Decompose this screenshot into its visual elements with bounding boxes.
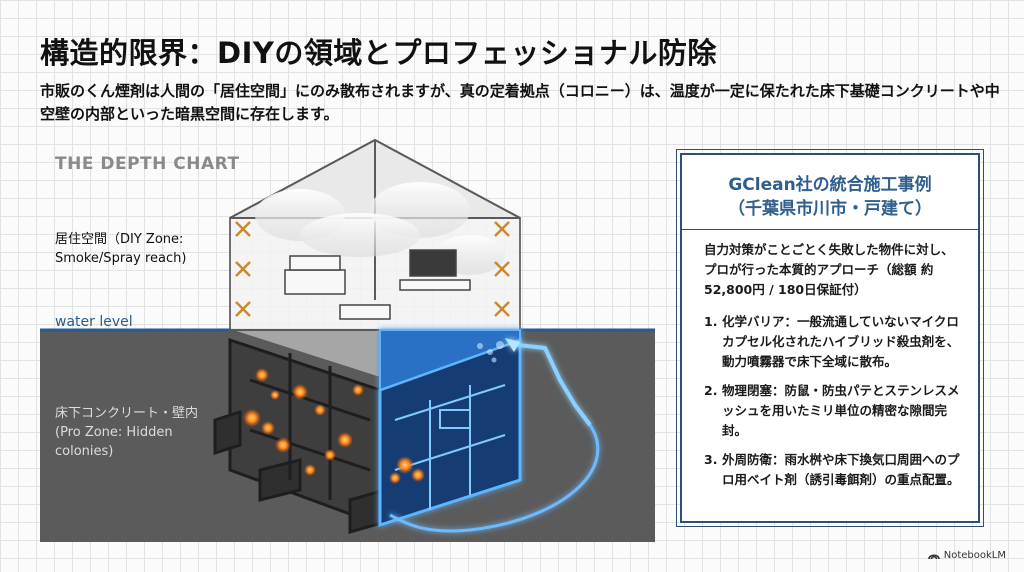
case-study-intro: 自力対策がことごとく失敗した物件に対し、プロが行った本質的アプローチ（総額 約5… bbox=[704, 242, 954, 297]
list-item: 2. 物理閉塞：防鼠・防虫パテとステンレスメッシュを用いたミリ単位の精密な隙間完… bbox=[704, 381, 962, 441]
brand-watermark: NotebookLM bbox=[927, 550, 1006, 561]
colony-glow-icon bbox=[243, 368, 425, 484]
pro-zone-label: 床下コンクリート・壁内 (Pro Zone: Hidden colonies) bbox=[55, 404, 198, 461]
list-item: 1. 化学バリア：一般流通していないマイクロカプセル化されたハイブリッド殺虫剤を… bbox=[704, 312, 962, 372]
list-item-text: 化学バリア：一般流通していないマイクロカプセル化されたハイブリッド殺虫剤を、動力… bbox=[722, 314, 960, 369]
list-item-text: 物理閉塞：防鼠・防虫パテとステンレスメッシュを用いたミリ単位の精密な隙間完封。 bbox=[722, 383, 960, 438]
case-study-card: GClean社の統合施工事例 （千葉県市川市・戸建て） 自力対策がことごとく失敗… bbox=[676, 149, 984, 527]
pro-zone-label-line2: (Pro Zone: Hidden bbox=[55, 425, 173, 440]
page-subtitle: 市販のくん煙剤は人間の「居住空間」にのみ散布されますが、真の定着拠点（コロニー）… bbox=[40, 82, 1000, 123]
case-study-steps: 1. 化学バリア：一般流通していないマイクロカプセル化されたハイブリッド殺虫剤を… bbox=[704, 312, 962, 490]
diy-zone-label-line1: 居住空間（DIY Zone: bbox=[55, 232, 184, 247]
x-bracket-icon bbox=[235, 221, 510, 317]
card-divider bbox=[682, 229, 978, 230]
case-study-title-line2: （千葉県市川市・戸建て） bbox=[728, 199, 932, 219]
list-item-number: 3. bbox=[704, 452, 718, 467]
list-item: 3. 外周防衛：雨水桝や床下換気口周囲へのプロ用ベイト剤（誘引毒餌剤）の重点配置… bbox=[704, 450, 962, 490]
spray-mist bbox=[477, 341, 504, 363]
list-item-number: 1. bbox=[704, 314, 718, 329]
foundation-structure bbox=[213, 337, 387, 534]
diy-zone-label-line2: Smoke/Spray reach) bbox=[55, 251, 187, 266]
depth-chart-heading: THE DEPTH CHART bbox=[55, 154, 240, 174]
spray-nozzle-icon bbox=[389, 338, 600, 533]
pro-zone-label-line3: colonies) bbox=[55, 444, 114, 459]
living-room-furniture bbox=[284, 249, 471, 361]
brand-label: NotebookLM bbox=[943, 550, 1006, 561]
list-item-number: 2. bbox=[704, 383, 718, 398]
page-title: 構造的限界：DIYの領域とプロフェッショナル防除 bbox=[40, 36, 717, 70]
notebooklm-logo-icon bbox=[927, 554, 940, 560]
case-study-title-line1: GClean社の統合施工事例 bbox=[728, 175, 932, 195]
pro-zone-label-line1: 床下コンクリート・壁内 bbox=[55, 406, 199, 421]
list-item-text: 外周防衛：雨水桝や床下換気口周囲へのプロ用ベイト剤（誘引毒餌剤）の重点配置。 bbox=[722, 452, 960, 487]
case-study-title: GClean社の統合施工事例 （千葉県市川市・戸建て） bbox=[704, 173, 956, 221]
water-level-label: water level bbox=[55, 314, 133, 330]
diy-zone-label: 居住空間（DIY Zone: Smoke/Spray reach) bbox=[55, 230, 186, 268]
house-cutaway-illustration bbox=[40, 138, 655, 542]
